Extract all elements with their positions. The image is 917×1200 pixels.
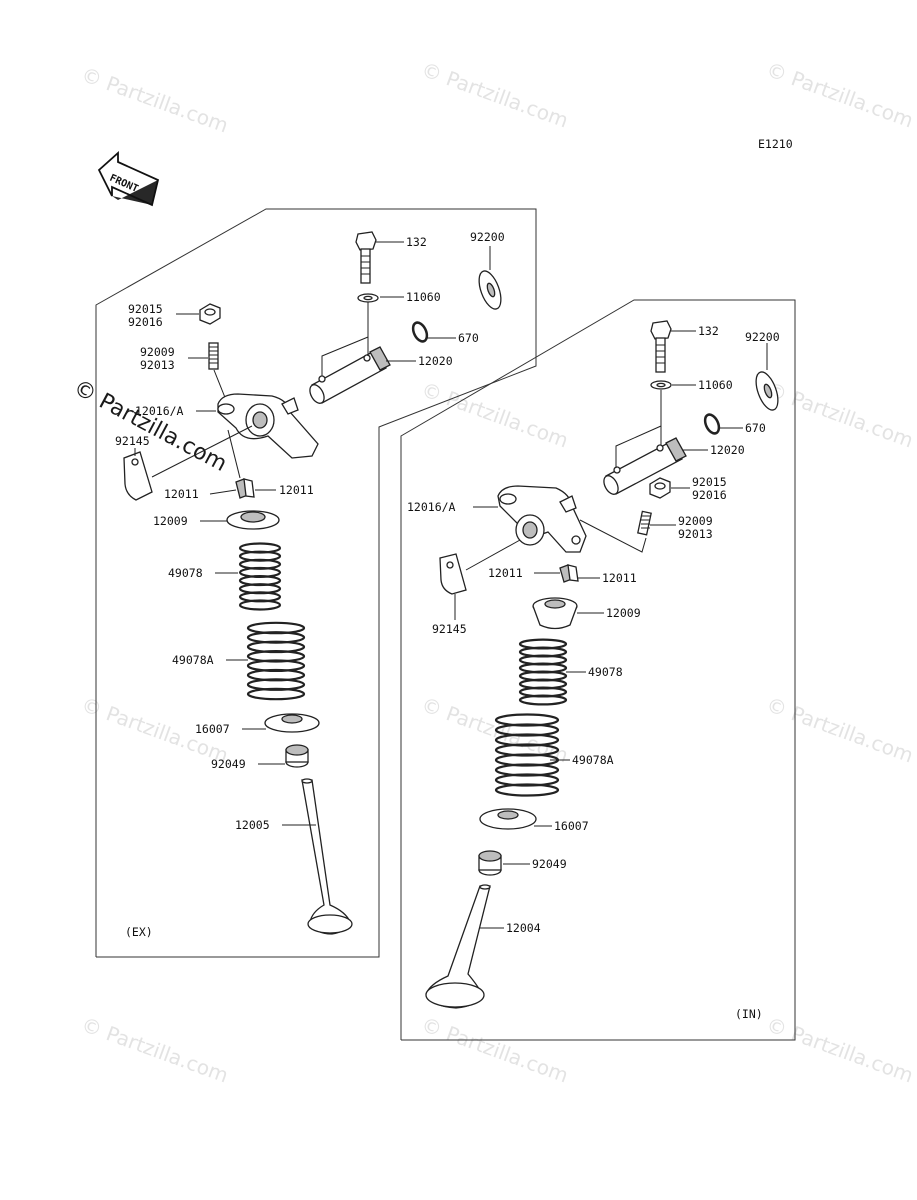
- label-o-ring: 670: [745, 421, 766, 435]
- valve: [425, 884, 491, 1009]
- exhaust-frame: [95, 208, 537, 958]
- exhaust-leaders: [134, 241, 491, 826]
- watermark: © Partzilla.com: [78, 62, 231, 137]
- label-screw-a: 92009: [678, 514, 713, 528]
- label-plate: 92145: [115, 434, 150, 448]
- watermark: © Partzilla.com: [763, 377, 916, 452]
- label-shim: 92200: [745, 330, 780, 344]
- intake-labels: 132 92200 11060 670 12020 92015 92016 92…: [407, 324, 780, 1021]
- label-screw-b: 92013: [140, 358, 175, 372]
- label-outer-spring: 49078A: [572, 753, 614, 767]
- spring-coil: [246, 687, 306, 701]
- watermark: © Partzilla.com: [418, 1012, 571, 1087]
- label-nut-a: 92015: [692, 475, 727, 489]
- spring-retainer: [532, 597, 578, 630]
- plate: [123, 451, 153, 501]
- intake-leaders: [454, 330, 768, 929]
- spring-seat: [264, 713, 320, 733]
- watermark: © Partzilla.com: [763, 692, 916, 767]
- label-inner-spring: 49078: [168, 566, 203, 580]
- label-retainer: 12009: [606, 606, 641, 620]
- o-ring: [411, 321, 429, 343]
- watermark-dark: © Partzilla.com: [69, 375, 231, 477]
- inner-spring: [518, 638, 568, 706]
- section-label-intake: (IN): [735, 1007, 763, 1021]
- label-spring-seat: 16007: [195, 722, 230, 736]
- label-nut-a: 92015: [128, 302, 163, 316]
- rocker-arm: [217, 393, 319, 459]
- adjusting-screw: [637, 510, 652, 536]
- label-bolt: 132: [698, 324, 719, 338]
- spring-seat: [479, 808, 537, 830]
- label-washer: 11060: [406, 290, 441, 304]
- label-rocker: 12016/A: [407, 500, 456, 514]
- watermark: © Partzilla.com: [418, 57, 571, 132]
- label-plate: 92145: [432, 622, 467, 636]
- rocker-arm: [497, 485, 587, 553]
- label-cotter-left: 12011: [488, 566, 523, 580]
- label-o-ring: 670: [458, 331, 479, 345]
- label-cotter-right: 12011: [279, 483, 314, 497]
- label-bolt: 132: [406, 235, 427, 249]
- exhaust-parts: [123, 231, 502, 935]
- label-valve: 12004: [506, 921, 541, 935]
- label-nut-b: 92016: [128, 315, 163, 329]
- adjusting-screw: [208, 342, 219, 370]
- label-nut-b: 92016: [692, 488, 727, 502]
- diagram-code: E1210: [758, 137, 793, 151]
- bolt: [355, 231, 377, 284]
- plate: [439, 553, 467, 595]
- label-screw-b: 92013: [678, 527, 713, 541]
- spring-coil: [494, 783, 560, 797]
- inner-spring: [238, 542, 282, 611]
- label-retainer: 12009: [153, 514, 188, 528]
- o-ring: [703, 413, 721, 435]
- label-seal: 92049: [532, 857, 567, 871]
- spring-retainer: [226, 510, 280, 530]
- rocker-shaft: [309, 346, 391, 404]
- label-valve: 12005: [235, 818, 270, 832]
- front-arrow-icon: FRONT: [97, 150, 160, 207]
- spring-coil: [238, 599, 282, 611]
- valve-cotter: [559, 564, 579, 583]
- valve: [301, 778, 353, 935]
- shim: [755, 371, 779, 411]
- watermark: © Partzilla.com: [418, 377, 571, 452]
- watermark: © Partzilla.com: [763, 57, 916, 132]
- watermark: © Partzilla.com: [763, 1012, 916, 1087]
- label-washer: 11060: [698, 378, 733, 392]
- rocker-shaft: [603, 437, 687, 495]
- label-shaft: 12020: [710, 443, 745, 457]
- label-seal: 92049: [211, 757, 246, 771]
- valve-cotter: [235, 478, 255, 499]
- intake-frame: [400, 299, 796, 1041]
- label-outer-spring: 49078A: [172, 653, 214, 667]
- watermark: © Partzilla.com: [78, 1012, 231, 1087]
- label-cotter-right: 12011: [602, 571, 637, 585]
- label-cotter-left: 12011: [164, 487, 199, 501]
- label-spring-seat: 16007: [554, 819, 589, 833]
- outer-spring: [494, 713, 560, 797]
- label-screw-a: 92009: [140, 345, 175, 359]
- label-inner-spring: 49078: [588, 665, 623, 679]
- label-shaft: 12020: [418, 354, 453, 368]
- label-rocker: 12016/A: [135, 404, 184, 418]
- outer-spring: [246, 621, 306, 701]
- valve-seal: [478, 850, 502, 876]
- valve-seal: [285, 744, 309, 768]
- label-shim: 92200: [470, 230, 505, 244]
- shim: [478, 270, 502, 310]
- exhaust-labels: 132 92200 11060 670 12020 92015 92016 92…: [115, 230, 505, 939]
- section-label-exhaust: (EX): [125, 925, 153, 939]
- spring-coil: [518, 694, 568, 706]
- bolt: [650, 320, 672, 373]
